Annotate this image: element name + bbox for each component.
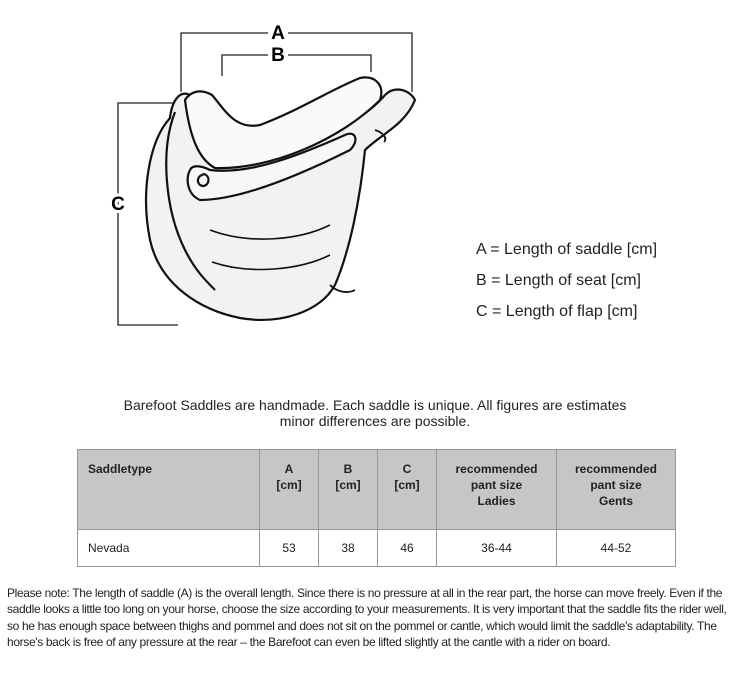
header-text: [cm] — [276, 478, 302, 492]
legend-b: B = Length of seat [cm] — [476, 272, 641, 289]
dimension-label-b: B — [271, 45, 285, 66]
dimension-label-a: A — [271, 23, 285, 44]
header-text: Saddletype — [88, 462, 153, 476]
header-text: [cm] — [335, 478, 361, 492]
table-header-row: Saddletype A [cm] B [cm] C [cm] recommended… — [77, 449, 676, 530]
header-saddletype: Saddletype — [77, 449, 260, 530]
header-text: pant size — [590, 478, 642, 492]
saddle-illustration — [144, 76, 417, 321]
table-row: Nevada 53 38 46 36-44 44-52 — [77, 529, 676, 567]
caption-line-2: minor differences are possible. — [279, 413, 471, 429]
header-text: recommended — [455, 462, 538, 476]
please-note-paragraph: Please note: The length of saddle (A) is… — [7, 586, 727, 649]
header-text: recommended — [574, 462, 658, 476]
header-text: pant size — [470, 478, 523, 492]
cell-a: 53 — [259, 529, 319, 567]
saddle-diagram: A B C — [111, 23, 417, 326]
header-text: B — [343, 462, 353, 476]
header-text: A — [284, 462, 294, 476]
legend-c: C = Length of flap [cm] — [476, 303, 638, 320]
cell-gents: 44-52 — [556, 529, 676, 567]
legend-a: A = Length of saddle [cm] — [476, 241, 658, 258]
header-text: C — [402, 462, 412, 476]
handmade-caption: Barefoot Saddles are handmade. Each sadd… — [0, 397, 738, 429]
header-c: C [cm] — [377, 449, 437, 530]
cell-b: 38 — [318, 529, 378, 567]
dimension-label-c: C — [111, 194, 125, 215]
header-text: Gents — [598, 494, 633, 508]
cell-ladies: 36-44 — [436, 529, 557, 567]
header-a: A [cm] — [259, 449, 319, 530]
cell-c: 46 — [377, 529, 437, 567]
size-table: Saddletype A [cm] B [cm] C [cm] recommended… — [77, 449, 676, 567]
header-b: B [cm] — [318, 449, 378, 530]
caption-line-1: Barefoot Saddles are handmade. Each sadd… — [123, 397, 627, 413]
dimension-lines — [117, 32, 413, 326]
cell-saddletype: Nevada — [77, 529, 260, 567]
header-text: [cm] — [394, 478, 420, 492]
header-text: Ladies — [477, 494, 516, 508]
